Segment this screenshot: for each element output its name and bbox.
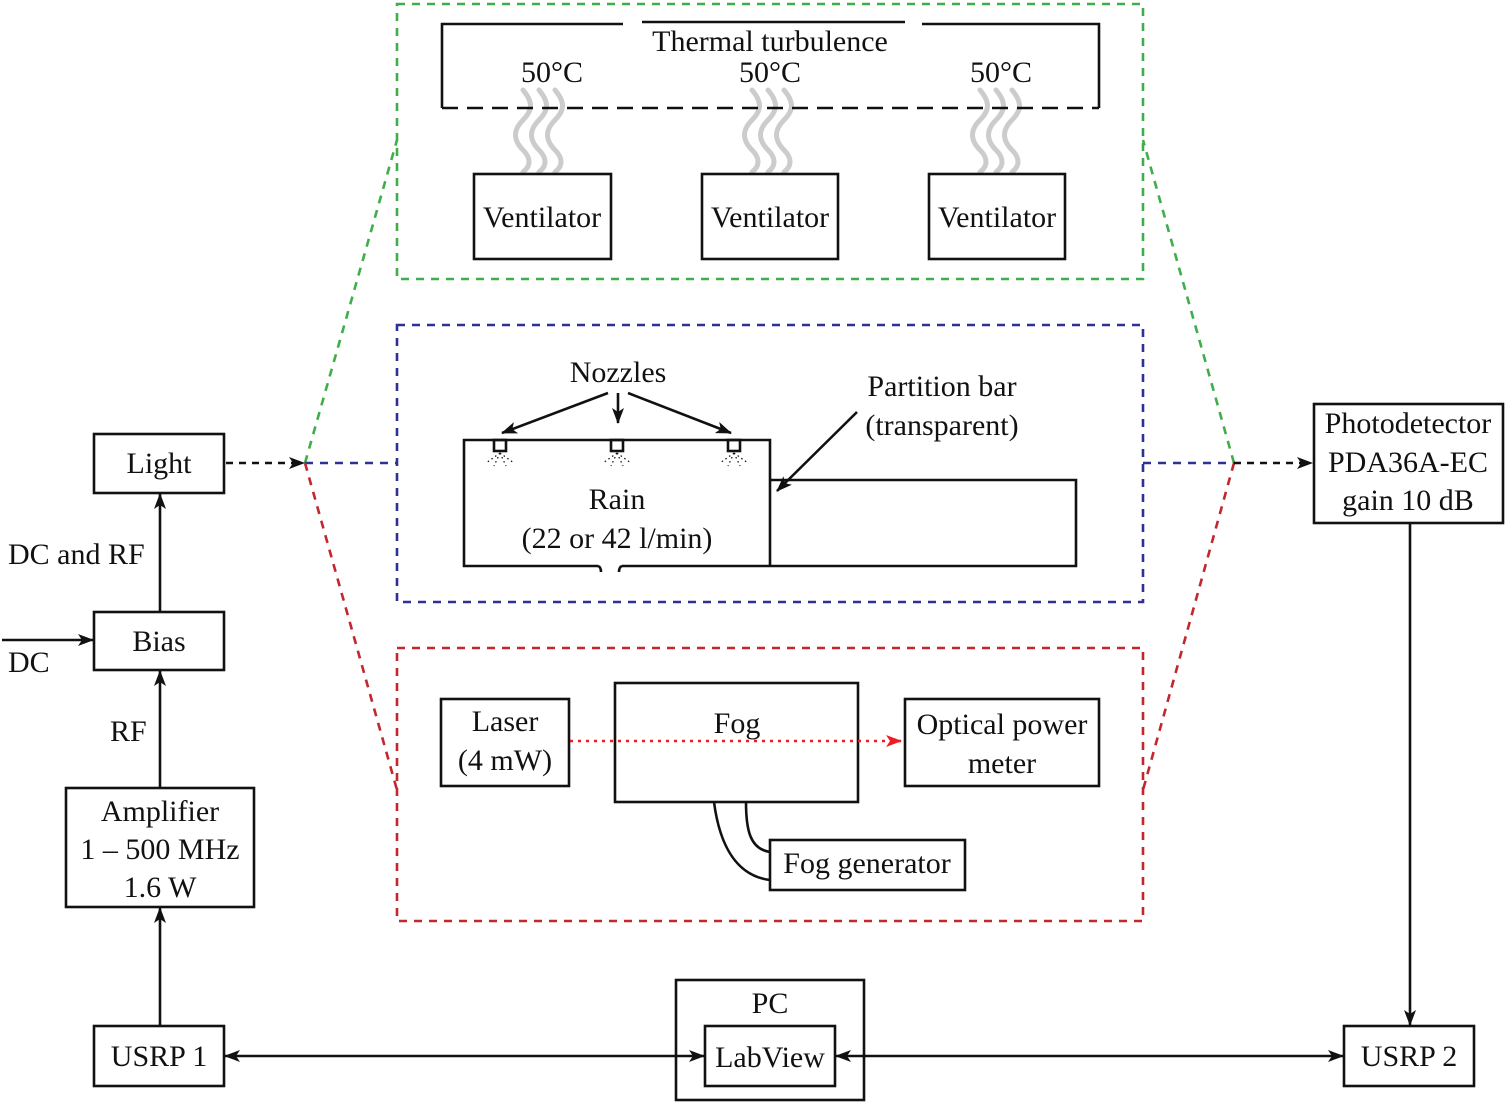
photodetector-model: PDA36A-EC <box>1328 446 1488 479</box>
pc-node: PC LabView <box>674 978 866 1102</box>
dc-and-rf-label: DC and RF <box>8 538 145 571</box>
laser-node: Laser (4 mW) <box>439 697 571 788</box>
fog-label: Fog <box>714 707 761 740</box>
fog-generator-box <box>768 838 967 892</box>
heat-wave-icon <box>986 87 1006 175</box>
laser-power: (4 mW) <box>458 744 552 777</box>
rain-chamber-walls <box>462 438 772 568</box>
ventilator-3: Ventilator <box>927 172 1067 261</box>
heat-wave-icon <box>774 87 794 175</box>
laser-label: Laser <box>472 705 539 738</box>
heat-wave-icon <box>545 87 565 175</box>
nozzle-icon <box>609 438 625 453</box>
partition-bar-pointer-arrow <box>776 411 858 492</box>
laser-box <box>439 697 571 788</box>
heat-wave-icon <box>529 87 549 175</box>
pc-box <box>674 978 866 1102</box>
rain-chamber <box>462 438 1078 573</box>
partition-section-walls <box>622 478 1078 568</box>
thermal-turbulence-chamber: Thermal turbulence 50°C 50°C 50°C <box>440 20 1101 110</box>
dc-label: DC <box>8 646 50 679</box>
bias-node: Bias <box>92 610 226 672</box>
photodetector-node: Photodetector PDA36A-EC gain 10 dB <box>1312 402 1505 525</box>
usrp1-label: USRP 1 <box>111 1040 207 1073</box>
thermal-region <box>303 2 1236 464</box>
nozzle-1 <box>485 438 515 467</box>
rain-region <box>305 323 1234 604</box>
ventilator-label: Ventilator <box>483 201 601 234</box>
nozzle-icon <box>492 438 508 453</box>
ventilator-label: Ventilator <box>938 201 1056 234</box>
fog-region-left-funnel <box>303 462 399 791</box>
rain-flow-rate: (22 or 42 l/min) <box>522 522 713 555</box>
ventilator-2: Ventilator <box>700 172 840 261</box>
drain-edge-left <box>597 564 603 573</box>
usrp1-node: USRP 1 <box>92 1024 226 1088</box>
amplifier-power: 1.6 W <box>124 871 197 904</box>
ventilator-box <box>927 172 1067 261</box>
photodetector-gain: gain 10 dB <box>1342 484 1474 517</box>
fog-generator-node: Fog generator <box>768 838 967 892</box>
ventilator-box <box>472 172 613 261</box>
optical-power-meter-node: Optical power meter <box>903 697 1101 788</box>
optical-power-meter-label: Optical power <box>917 708 1088 741</box>
spray-icon <box>485 452 515 467</box>
nozzle-3 <box>719 438 749 467</box>
fog-pipe <box>712 801 771 882</box>
fog-region-right-funnel <box>1141 462 1236 791</box>
thermal-region-right-funnel <box>1141 139 1236 464</box>
spray-icon <box>602 452 632 467</box>
amplifier-label: Amplifier <box>101 795 219 828</box>
rain-label: Rain <box>589 483 646 516</box>
chamber-left-wall <box>440 22 623 108</box>
labview-label: LabView <box>715 1041 825 1074</box>
temperature-label-1: 50°C <box>521 56 583 89</box>
nozzle-pointer-arrow-left <box>501 391 609 435</box>
drain-edge-right <box>617 564 623 573</box>
heat-wave-icon <box>742 87 762 175</box>
heat-waves <box>513 87 1022 175</box>
chamber-right-wall <box>922 22 1101 108</box>
ventilator-1: Ventilator <box>472 172 613 261</box>
heat-wave-icon <box>758 87 778 175</box>
heat-wave-icon <box>970 87 990 175</box>
nozzle-2 <box>602 438 632 467</box>
thermal-turbulence-title: Thermal turbulence <box>652 25 888 58</box>
nozzle-icon <box>726 438 742 453</box>
amplifier-frequency-range: 1 – 500 MHz <box>80 833 239 866</box>
optical-power-meter-box <box>903 697 1101 788</box>
heat-wave-icon <box>513 87 533 175</box>
light-node: Light <box>92 432 226 495</box>
photodetector-box <box>1312 402 1505 525</box>
partition-bar-label: Partition bar <box>867 370 1016 403</box>
rf-label: RF <box>110 715 147 748</box>
ventilator-box <box>700 172 840 261</box>
pc-label: PC <box>752 987 789 1020</box>
fog-chamber: Fog <box>613 681 860 804</box>
fog-pipe-outer-wall <box>712 801 771 882</box>
heat-wave-icon <box>1002 87 1022 175</box>
spray-icon <box>719 452 749 467</box>
light-label: Light <box>127 447 193 480</box>
nozzles-label: Nozzles <box>570 356 667 389</box>
thermal-region-left-funnel <box>303 139 399 464</box>
usrp2-node: USRP 2 <box>1342 1024 1476 1088</box>
usrp2-box <box>1342 1024 1476 1088</box>
photodetector-label: Photodetector <box>1325 407 1492 440</box>
partition-bar-note: (transparent) <box>865 409 1018 442</box>
bias-label: Bias <box>132 625 185 658</box>
fog-region <box>303 462 1236 923</box>
usrp2-label: USRP 2 <box>1361 1040 1457 1073</box>
temperature-label-2: 50°C <box>739 56 801 89</box>
fog-chamber-box <box>613 681 860 804</box>
amplifier-node: Amplifier 1 – 500 MHz 1.6 W <box>64 786 256 909</box>
fog-generator-label: Fog generator <box>783 847 950 880</box>
fog-pipe-inner-wall <box>744 801 771 854</box>
nozzle-pointer-arrow-right <box>627 391 732 435</box>
temperature-label-3: 50°C <box>970 56 1032 89</box>
ventilator-label: Ventilator <box>711 201 829 234</box>
optical-power-meter-label-line-2: meter <box>968 747 1036 780</box>
